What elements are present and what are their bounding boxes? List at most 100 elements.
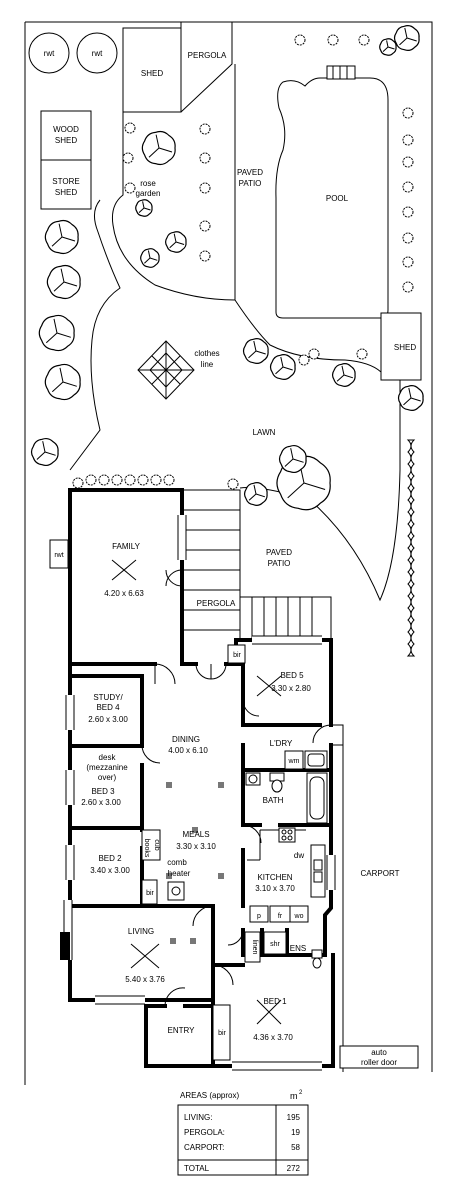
- tree-branch: [406, 37, 417, 42]
- store-shed-label-1: STORE: [52, 177, 79, 186]
- tree-branch: [143, 207, 151, 211]
- area-row-living-label: LIVING:: [184, 1113, 212, 1122]
- trees: [30, 25, 424, 511]
- rose-garden-label-2: garden: [136, 189, 161, 198]
- rose-garden-border: [112, 64, 236, 301]
- area-row-carport-value: 58: [291, 1143, 300, 1152]
- bed1-dims: 4.36 x 3.70: [253, 1033, 293, 1042]
- tree-branch: [53, 281, 65, 292]
- rose-garden-label-1: rose: [140, 179, 156, 188]
- shrub: [163, 474, 175, 486]
- shrub: [294, 34, 306, 46]
- comb-heater: [167, 881, 185, 901]
- area-row-pergola-label: PERGOLA:: [184, 1128, 225, 1137]
- area-total-value: 272: [287, 1164, 301, 1173]
- shrub: [72, 477, 84, 489]
- rainwater-tank-1: rwt: [28, 32, 70, 74]
- shrub: [137, 474, 149, 486]
- tree-branch: [275, 366, 284, 375]
- fireplace: [60, 932, 70, 960]
- tree-branch: [290, 448, 294, 460]
- tree-branch: [56, 332, 71, 338]
- tree-branch: [148, 147, 160, 158]
- desk-label-1: desk: [99, 753, 117, 762]
- desk-label-2: (mezzanine: [86, 763, 128, 772]
- tree-branch: [36, 451, 46, 460]
- pool-label: POOL: [326, 194, 349, 203]
- shed-right-label: SHED: [394, 343, 416, 352]
- tree-branch: [62, 381, 77, 387]
- shrub: [111, 474, 123, 486]
- tree-branch: [142, 201, 145, 209]
- wood-shed-label-1: WOOD: [53, 125, 79, 134]
- tree-branch: [253, 484, 257, 495]
- carport-label: CARPORT: [361, 869, 400, 878]
- rainwater-tank-3: rwt: [49, 539, 69, 569]
- tree-branch: [173, 233, 177, 243]
- downlights: [166, 782, 224, 944]
- living-label: LIVING: [128, 927, 154, 936]
- shrub: [199, 182, 211, 194]
- tree-branch: [63, 281, 78, 287]
- tree-branch: [404, 27, 408, 39]
- comb-heater-label-1: comb: [167, 858, 187, 867]
- tree-branch: [45, 332, 58, 344]
- shrub: [402, 232, 414, 244]
- wall-oven-label: wo: [294, 913, 304, 920]
- tree-branch: [42, 441, 46, 453]
- area-row-living-value: 195: [287, 1113, 301, 1122]
- kitchen-fixtures: p fr wo: [247, 827, 326, 923]
- tree-branch: [147, 250, 151, 259]
- area-row-pergola-value: 19: [291, 1128, 300, 1137]
- pergola-top: PERGOLA: [123, 22, 233, 113]
- ensuite-label: ENS: [290, 944, 306, 953]
- pool: POOL: [275, 65, 389, 319]
- tree-branch: [284, 458, 294, 467]
- rwt-label-1: rwt: [44, 49, 55, 58]
- auto-door-label-2: roller door: [361, 1058, 397, 1067]
- shrubs: [72, 34, 414, 490]
- bir-bed1: bir: [218, 1030, 226, 1037]
- paved-patio-lower-label-1: PAVED: [266, 548, 292, 557]
- ceiling-fans: [111, 559, 282, 1025]
- cub-label: cub: [153, 839, 160, 850]
- bath-fixtures: [245, 772, 328, 824]
- tree-branch: [248, 493, 257, 501]
- pergola-lower-label: PERGOLA: [197, 599, 236, 608]
- shrub: [124, 474, 136, 486]
- desk-label-3: over): [98, 773, 117, 782]
- shed-top: SHED: [122, 27, 182, 113]
- tree-branch: [292, 458, 304, 463]
- laundry-fixtures: wm: [284, 750, 328, 770]
- shrub: [308, 348, 320, 360]
- areas-title: AREAS (approx): [180, 1091, 239, 1100]
- tree-branch: [253, 340, 257, 352]
- areas-unit-sup: 2: [299, 1090, 303, 1096]
- shrub: [150, 474, 162, 486]
- study-label-1: STUDY/: [93, 693, 123, 702]
- windows: [63, 515, 336, 1071]
- rwt-label-2: rwt: [92, 49, 103, 58]
- clothes-line-label-2: line: [201, 360, 214, 369]
- lawn-label: LAWN: [253, 428, 276, 437]
- rwt-label-3: rwt: [54, 552, 63, 559]
- tree-branch: [255, 493, 266, 498]
- tree-branch: [58, 223, 63, 238]
- shrub: [199, 123, 211, 135]
- pergola-top-label: PERGOLA: [188, 51, 227, 60]
- shrub: [402, 107, 414, 119]
- shed-right: SHED: [380, 312, 422, 381]
- carport: auto roller door CARPORT: [331, 724, 419, 1072]
- tree-branch: [53, 318, 58, 334]
- tree-branch: [387, 46, 395, 50]
- tree-branch: [44, 451, 56, 456]
- ensuite-fixtures: linen shr: [244, 931, 323, 969]
- meals-dims: 3.30 x 3.10: [176, 842, 216, 851]
- bed2-dims: 3.40 x 3.00: [90, 866, 130, 875]
- study-label-2: BED 4: [96, 703, 120, 712]
- shrub: [327, 34, 339, 46]
- bed1-label: BED 1: [263, 997, 287, 1006]
- tree-branch: [336, 374, 345, 382]
- cubby-books: cub books: [141, 829, 161, 861]
- bir-bed2: bir: [146, 890, 154, 897]
